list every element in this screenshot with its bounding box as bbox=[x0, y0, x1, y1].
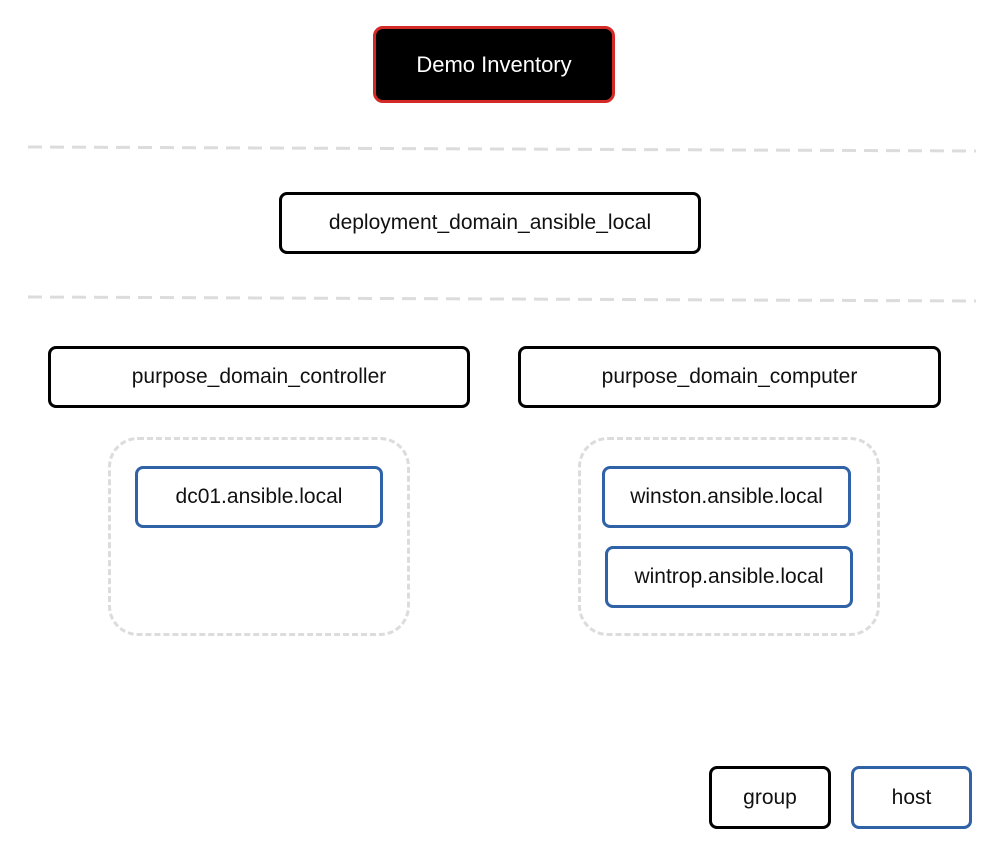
separator-line-bottom bbox=[27, 295, 977, 303]
group-node-purpose-domain-computer[interactable]: purpose_domain_computer bbox=[518, 346, 941, 408]
separator-line-top bbox=[27, 145, 977, 153]
group-node-deployment-domain[interactable]: deployment_domain_ansible_local bbox=[279, 192, 701, 254]
host-cluster-computer bbox=[578, 437, 880, 636]
host-node-winston[interactable]: winston.ansible.local bbox=[602, 466, 851, 528]
legend-host-swatch: host bbox=[851, 766, 972, 829]
legend-group-swatch: group bbox=[709, 766, 831, 829]
host-cluster-controller bbox=[108, 437, 410, 636]
host-node-wintrop[interactable]: wintrop.ansible.local bbox=[605, 546, 853, 608]
host-node-dc01[interactable]: dc01.ansible.local bbox=[135, 466, 383, 528]
root-inventory-node[interactable]: Demo Inventory bbox=[373, 26, 615, 103]
group-node-purpose-domain-controller[interactable]: purpose_domain_controller bbox=[48, 346, 470, 408]
